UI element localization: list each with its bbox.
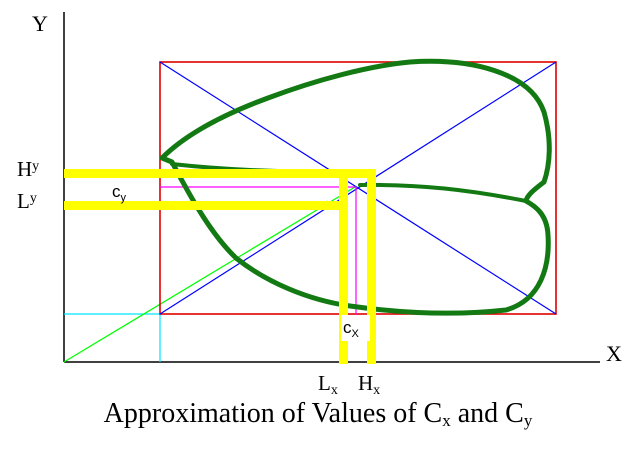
- diagram-caption: Approximation of Values of Cx and Cy: [103, 398, 533, 430]
- x-axis-label: X: [606, 341, 622, 366]
- hx-measure-bar: [367, 172, 376, 364]
- cx-label: cX: [343, 318, 360, 340]
- hy-measure-bar: [64, 169, 376, 178]
- diagonal-bottom-left-to-top-right: [159, 61, 557, 315]
- y-axis-label: Y: [32, 11, 48, 36]
- cy-label-background: [101, 178, 151, 201]
- hx-axis-label: Hx: [358, 371, 380, 398]
- cy-label: cy: [112, 182, 127, 204]
- ly-axis-label: Ly: [17, 189, 37, 213]
- bounding-box: [159, 61, 557, 315]
- origin-to-center-ray: [63, 186, 356, 363]
- hy-axis-label: Hy: [17, 157, 39, 181]
- lx-axis-label: Lx: [318, 371, 338, 398]
- inner-vein-right: [358, 182, 528, 203]
- ly-measure-bar: [64, 201, 343, 210]
- cx-label-background: [341, 315, 370, 341]
- lx-measure-bar: [339, 172, 348, 364]
